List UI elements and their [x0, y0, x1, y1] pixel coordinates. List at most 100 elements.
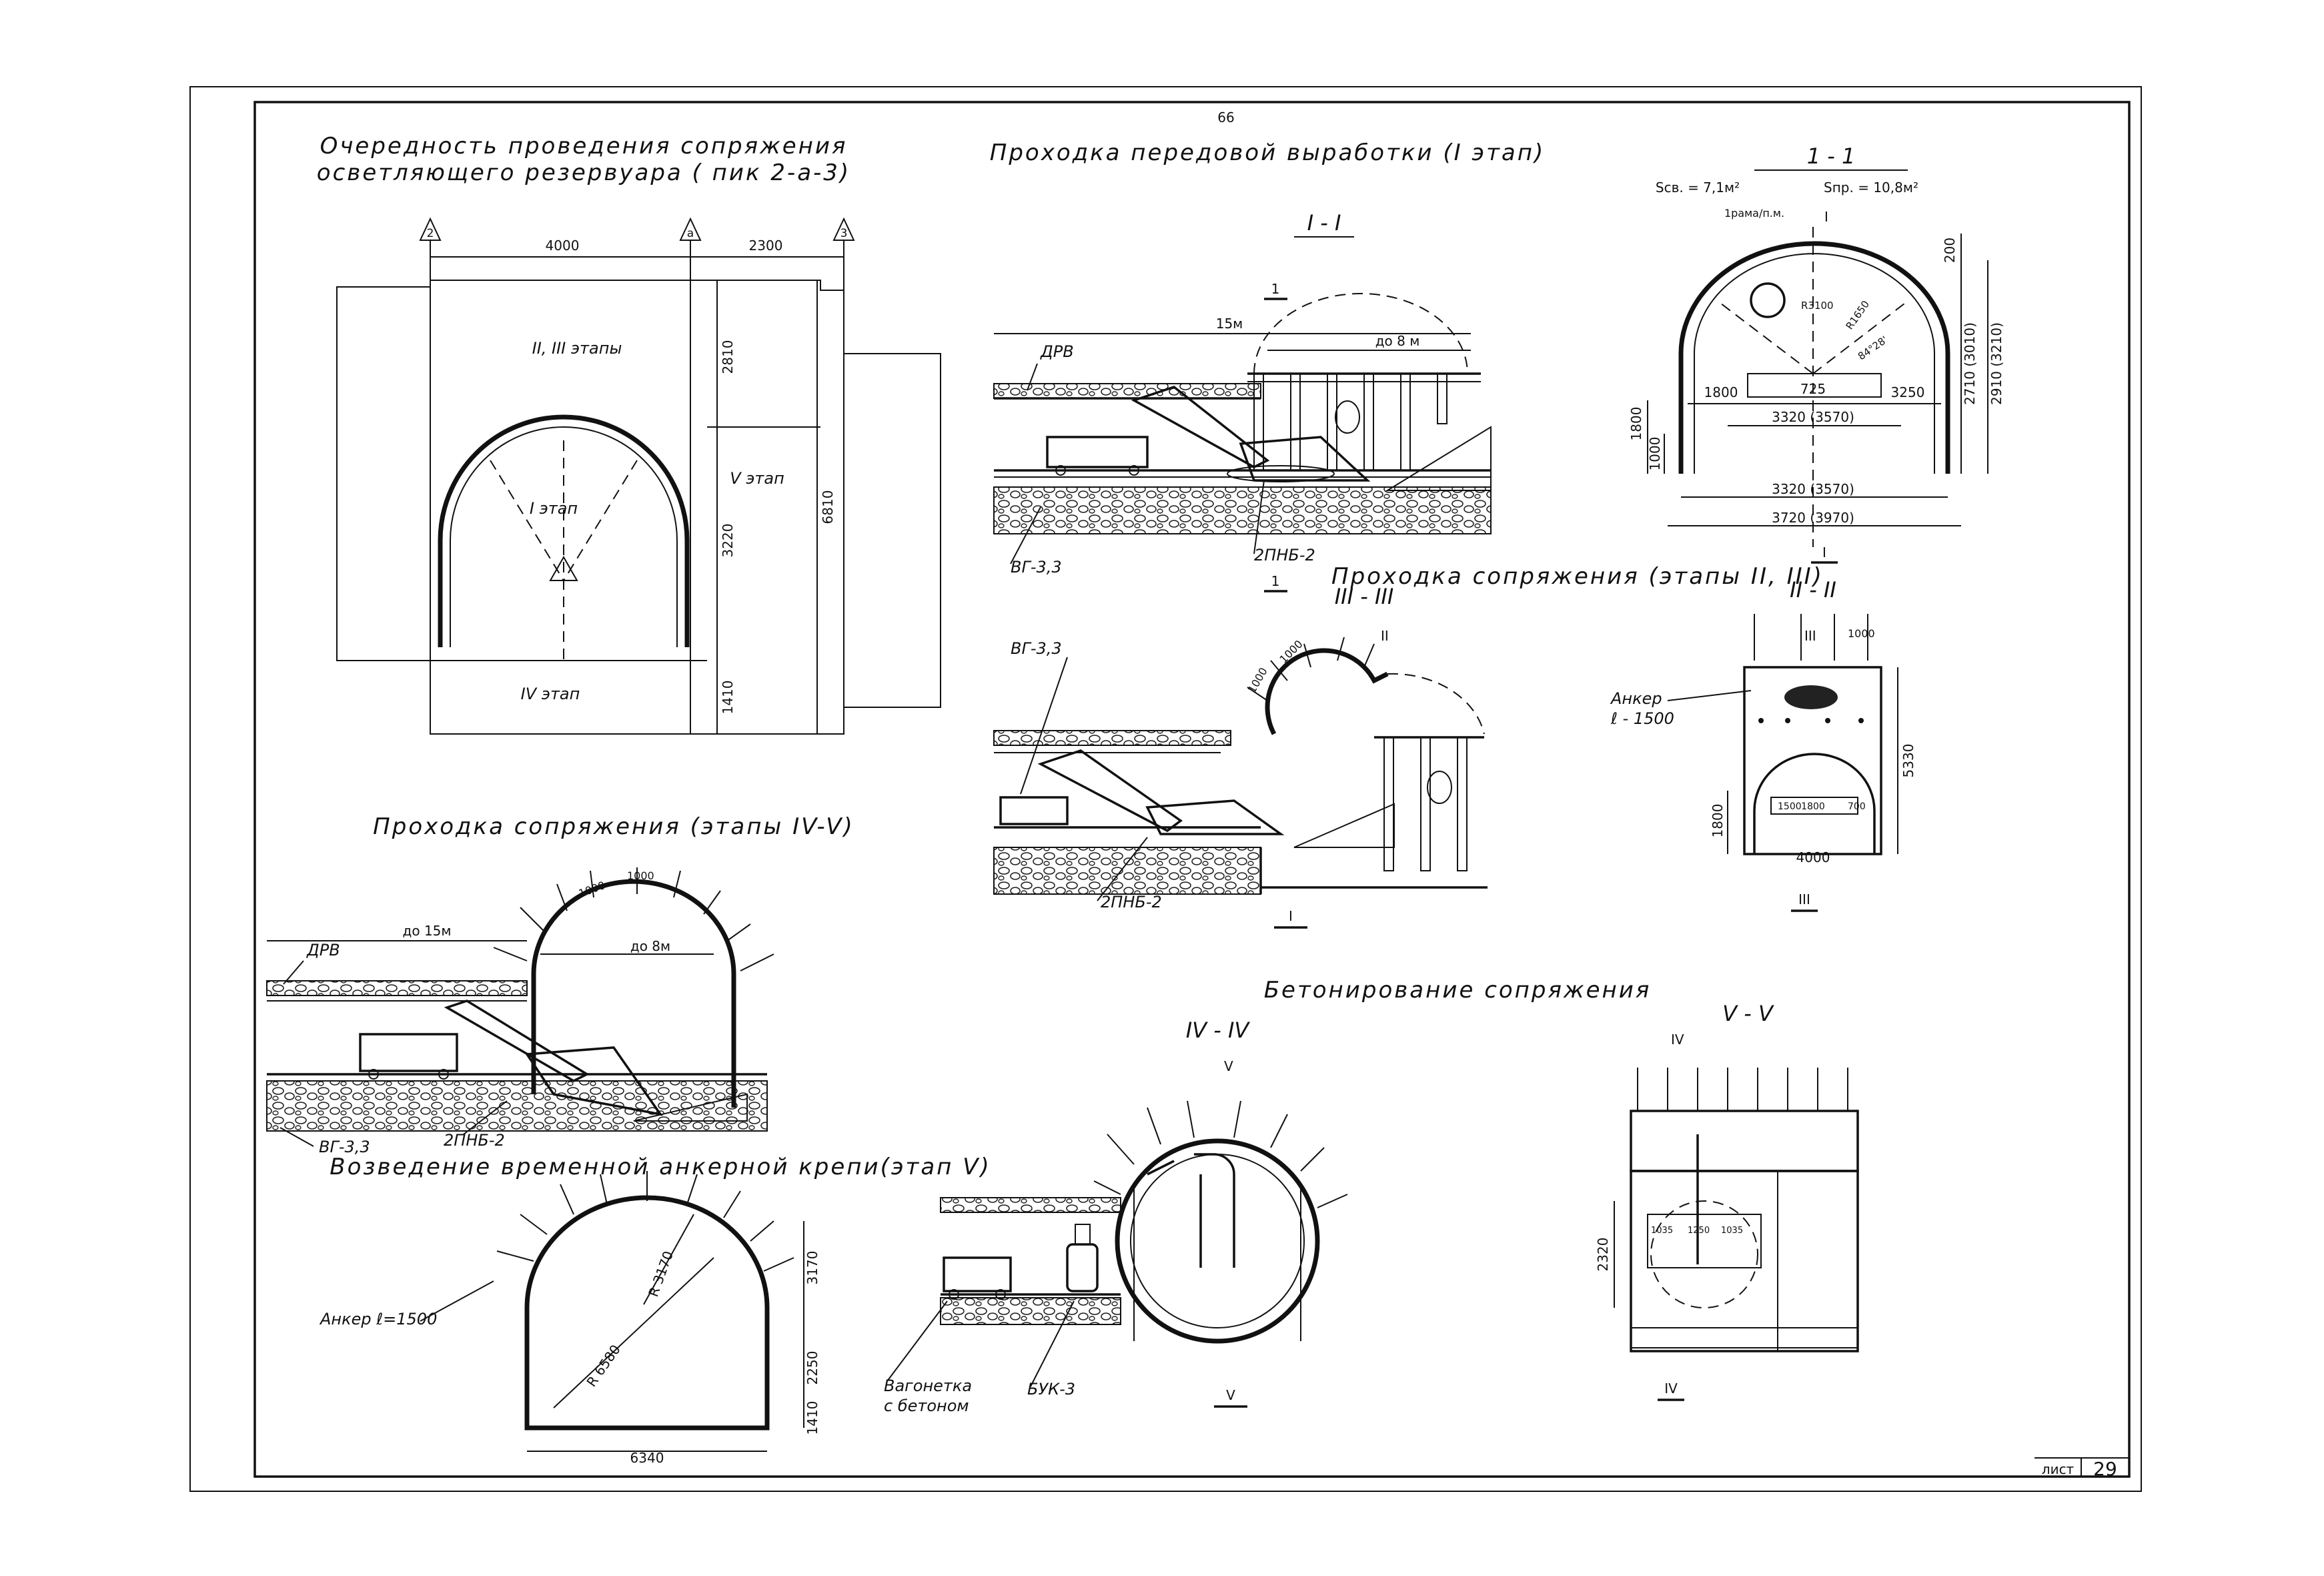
dim-725-left: 1800 — [1704, 384, 1738, 400]
dim-up-to-8m-f: до 8м — [630, 938, 670, 954]
anchor-bolts-iii — [1247, 637, 1375, 701]
area-pr: Sпр. = 10,8м² — [1824, 179, 1918, 195]
dim-r6580: R 6580 — [583, 1342, 623, 1390]
section-1-1-label: 1 - 1 — [1807, 143, 1856, 169]
anchor-label-ii-2: ℓ - 1500 — [1610, 709, 1674, 728]
concrete-wagon — [943, 1256, 1012, 1300]
stage-iv-label: IV этап — [521, 685, 580, 703]
track-ballast-iii — [993, 847, 1261, 895]
axis-marker-3: 3 — [832, 217, 855, 241]
cut-mark-i-bottom: I — [1822, 544, 1826, 560]
dim-r3100: 84°28' — [1856, 334, 1890, 362]
dim-200: 200 — [1942, 238, 1958, 263]
lining-vault-v — [1630, 1110, 1859, 1172]
label-buk-3: БУК-3 — [1027, 1380, 1075, 1399]
wagon-f — [359, 1033, 458, 1080]
cut-mark-iv-top: IV — [1671, 1032, 1684, 1048]
dim-2250-g: 2250 — [804, 1351, 820, 1385]
dim-2810: 2810 — [720, 340, 736, 374]
anchor-label-g: Анкер ℓ=1500 — [319, 1310, 437, 1328]
blast-hole — [1784, 685, 1838, 709]
cut-mark-1-top: 1 — [1271, 281, 1280, 297]
area-sv: Sсв. = 7,1м² — [1656, 179, 1740, 195]
label-vg-3-3-iii: ВГ-3,3 — [1011, 639, 1062, 658]
conveyor-box — [1747, 373, 1882, 398]
anchor-bolts-g — [496, 1171, 794, 1272]
section-i-i-label: I - I — [1307, 210, 1341, 236]
dim-3720: 3720 (3970) — [1772, 510, 1854, 526]
axis-marker-2: 2 — [419, 217, 442, 241]
dim-725-right: 3250 — [1891, 384, 1925, 400]
cut-mark-1-bottom: 1 — [1271, 573, 1280, 589]
dim-up-to-8m: до 8 м — [1375, 333, 1420, 349]
stage-i-label: I этап — [530, 499, 578, 518]
anchor-bolts-f — [493, 867, 774, 971]
dim-2320: 2320 — [1595, 1238, 1611, 1272]
loader-2pnb-2 — [1131, 386, 1371, 482]
panel-anchor-support-title: Возведение временной анкерной крепи(этап… — [330, 1154, 991, 1180]
dim-2300: 2300 — [749, 238, 783, 254]
dim-1800-height: 1800 — [1628, 407, 1644, 441]
axis-marker-a: а — [679, 217, 702, 241]
dim-1800-ii-h: 1800 — [1710, 804, 1726, 838]
cut-mark-iii-bottom: III — [1798, 891, 1810, 907]
roof-rock-iv — [940, 1197, 1121, 1213]
label-wagon-1: Вагонетка — [884, 1376, 972, 1395]
label-2pnb-2-iii: 2ПНБ-2 — [1101, 893, 1162, 911]
track-ballast-iv — [940, 1297, 1121, 1325]
loader-iii — [1037, 749, 1285, 835]
dim-1035-right: 1035 — [1721, 1226, 1743, 1236]
dim-r1650: R1650 — [1844, 298, 1872, 332]
dim-6810: 6810 — [820, 490, 836, 524]
dim-1800-width: 725 — [1800, 381, 1826, 397]
cut-mark-ii: II — [1381, 628, 1389, 644]
track-ballast-f — [266, 1080, 768, 1132]
page-number: 66 — [1217, 109, 1234, 125]
rock-pile-iii — [1293, 803, 1395, 848]
dim-1500-ii: 1500 — [1778, 801, 1802, 812]
dim-6340: 6340 — [630, 1450, 664, 1466]
panel-concreting-title: Бетонирование сопряжения — [1264, 977, 1652, 1004]
roof-rock-f — [266, 980, 528, 996]
dim-1035-left: 1035 — [1651, 1226, 1673, 1236]
axis-mark-label: 2 — [427, 227, 434, 240]
panel-section-ii-ii: II - II III 1000 1500 1800 700 Анкер ℓ -… — [1610, 577, 1916, 912]
section-iii-iii-label: III - III — [1335, 584, 1394, 609]
cut-mark-iv-bottom: IV — [1664, 1381, 1678, 1397]
panel-sequence-title-2: осветляющего резервуара ( пик 2-а-3) — [317, 159, 850, 186]
dim-1000-f-b: 1000 — [627, 869, 654, 882]
concrete-lining-outer — [1115, 1138, 1320, 1344]
panel-section-1-1: 1 - 1 Sсв. = 7,1м² Sпр. = 10,8м² 1рама/п… — [1628, 143, 2004, 564]
panel-advance-title: Проходка передовой выработки (I этап) — [990, 139, 1545, 166]
concrete-lining-inner — [1130, 1154, 1305, 1328]
dim-3220: 3220 — [720, 524, 736, 558]
dim-1000: 1000 — [1647, 437, 1663, 471]
panel-advance-heading: Проходка передовой выработки (I этап) I … — [990, 139, 1545, 593]
panel-sequence: Очередность проведения сопряжения осветл… — [317, 133, 941, 735]
dim-2710: 2710 (3010) — [1962, 322, 1978, 405]
stage-v-label: V этап — [730, 469, 784, 488]
concrete-pipeline — [1147, 1153, 1235, 1268]
sheet-number: 29 — [2093, 1458, 2117, 1480]
dim-1800-ii: 1800 — [1801, 801, 1825, 812]
inner-frame — [253, 101, 2131, 1478]
label-2pnb-2-f: 2ПНБ-2 — [444, 1131, 505, 1150]
dim-3170-g: 3170 — [804, 1251, 820, 1285]
concrete-pump-buk-3 — [1066, 1224, 1099, 1292]
dim-1410: 1410 — [720, 681, 736, 715]
label-vg-3-3: ВГ-3,3 — [1011, 558, 1062, 576]
label-2pnb-2: 2ПНБ-2 — [1254, 546, 1315, 564]
dim-1250: 1250 — [1688, 1226, 1710, 1236]
axis-mark-label: 3 — [840, 227, 848, 240]
dim-4000: 4000 — [546, 238, 580, 254]
wagon-vg-3-3 — [1046, 436, 1149, 476]
track-ballast — [993, 486, 1492, 534]
rock-pile-f — [633, 1093, 748, 1122]
roof-rock-iii — [993, 730, 1231, 746]
outer-frame — [189, 86, 2142, 1492]
dim-3320: 3320 (3570) — [1772, 481, 1854, 497]
arch-stage-i — [438, 414, 690, 647]
dim-1000-ii: 1000 — [1848, 627, 1875, 640]
angle-label: R3100 — [1801, 300, 1834, 312]
